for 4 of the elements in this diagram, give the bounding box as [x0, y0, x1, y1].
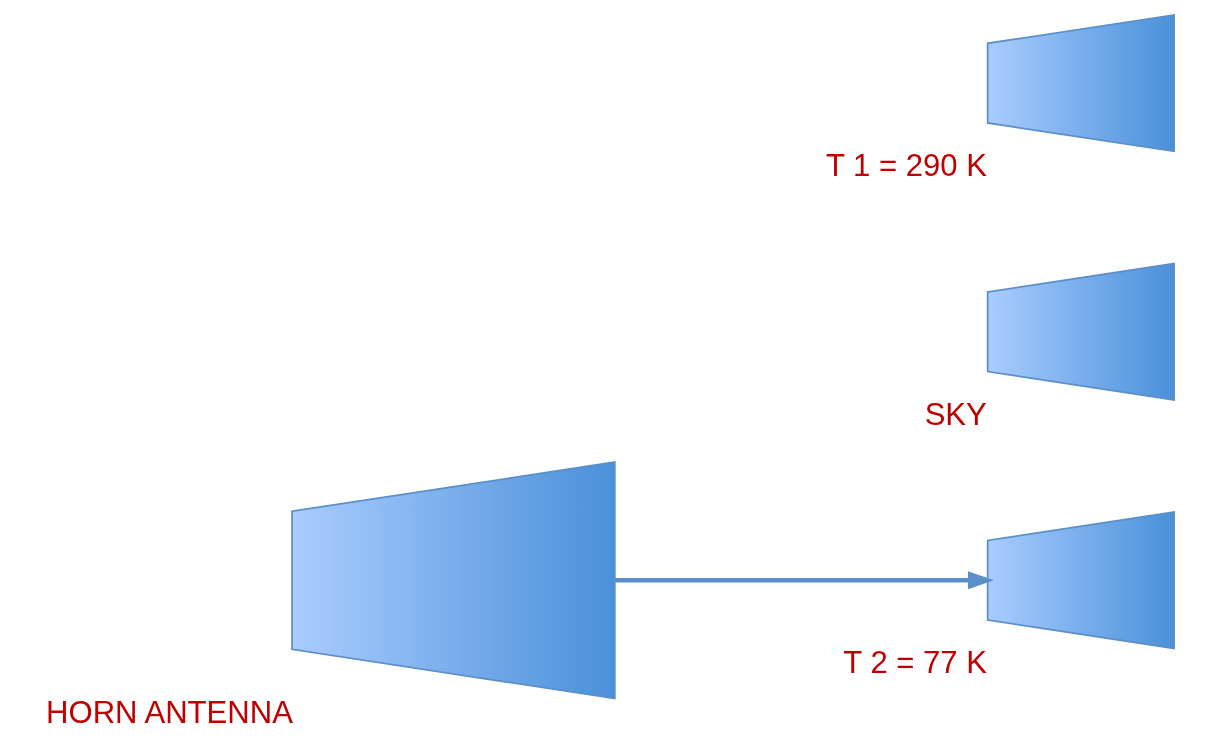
node-label: SKY	[924, 396, 987, 432]
node-label: T 1 = 290 K	[826, 148, 987, 184]
node-label: T 2 = 77 K	[843, 645, 987, 681]
node-label: HORN ANTENNA	[46, 695, 293, 731]
